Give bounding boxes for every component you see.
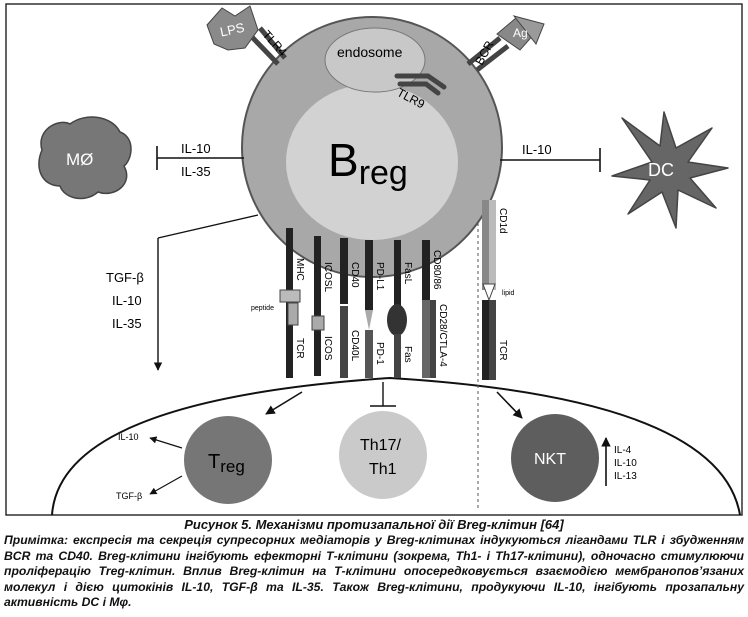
nkt-il10-label: IL-10	[614, 458, 637, 469]
cd40l-label: CD40L	[349, 330, 360, 362]
th1-label: Th1	[369, 461, 397, 478]
lipid-label: lipid	[502, 290, 515, 297]
arrow-to-treg	[265, 391, 303, 415]
figure-frame	[5, 3, 743, 516]
breg-nucleus	[286, 84, 458, 240]
treg-tgfb-arrow	[149, 475, 183, 495]
icos-label: ICOS	[322, 336, 333, 361]
icosl-label: ICOSL	[322, 262, 333, 292]
pdl1-pd1-pair	[365, 240, 373, 378]
breg-mechanism-diagram: LPS TLR4 endosome TLR9 BCR Ag Breg MØ DC…	[5, 3, 743, 516]
treg-il10-arrow	[149, 436, 183, 449]
lps-label: LPS	[219, 20, 246, 40]
antigen	[496, 15, 545, 51]
nkt-cell	[511, 414, 599, 502]
treg-out-tgfb-label: TGF-β	[116, 491, 142, 501]
tlr4-receptor	[249, 26, 287, 66]
bcr-receptor	[466, 36, 510, 72]
caption-body: Примітка: експресія та секреція супресор…	[4, 533, 744, 609]
dendritic-cell	[611, 111, 729, 229]
macrophage-label: MØ	[66, 150, 93, 169]
lps-molecule	[206, 5, 259, 51]
cd8086-label: CD80/86	[431, 250, 442, 290]
macrophage	[38, 116, 132, 200]
il10-left-label: IL-10	[112, 293, 142, 308]
tlr9-receptor	[394, 73, 447, 96]
mhc-tcr-pair	[279, 228, 301, 378]
tcr-left-label: TCR	[294, 338, 305, 359]
caption-title: Рисунок 5. Механізми протизапальної дії …	[184, 517, 564, 532]
t-cell-membrane	[51, 376, 741, 516]
pd1-label: PD-1	[374, 342, 385, 365]
mhc-label: MHC	[294, 258, 305, 281]
pdl1-label: PD-L1	[374, 262, 385, 291]
fasl-label: FasL	[402, 262, 413, 285]
tcr-right-label: TCR	[497, 340, 508, 361]
fas-label: Fas	[402, 346, 413, 363]
breg-label: Breg	[328, 134, 408, 192]
treg-label: Treg	[208, 451, 245, 476]
treg-cell	[184, 416, 272, 504]
fasl-fas-pair	[387, 240, 407, 378]
endosome-label: endosome	[337, 44, 403, 60]
cd1d-tcr-pair	[482, 200, 496, 380]
cd40-label: CD40	[349, 262, 360, 288]
arrow-to-nkt	[496, 391, 523, 419]
tgfb-left-label: TGF-β	[106, 270, 144, 285]
ag-label: Ag	[513, 26, 528, 40]
il35-left-label: IL-35	[112, 316, 142, 331]
cd40-cd40l-pair	[340, 238, 348, 378]
il10-mo-label: IL-10	[181, 141, 211, 156]
cd1d-label: CD1d	[497, 208, 508, 234]
cd80-cd28-pair	[422, 240, 436, 378]
nkt-il13-label: IL-13	[614, 471, 637, 482]
secretion-line	[157, 214, 259, 239]
treg-out-il10-label: IL-10	[118, 432, 139, 442]
icosl-icos-pair	[311, 236, 325, 376]
th17-label: Th17/	[360, 437, 401, 454]
figure-caption: Рисунок 5. Механізми протизапальної дії …	[4, 517, 744, 611]
nkt-label: NKT	[534, 451, 566, 468]
cd28ctla4-label: CD28/CTLA-4	[437, 304, 448, 367]
dc-label: DC	[648, 160, 674, 180]
nkt-il4-label: IL-4	[614, 445, 632, 456]
peptide-label: peptide	[251, 305, 274, 312]
il35-mo-label: IL-35	[181, 164, 211, 179]
th17-th1-cell	[339, 411, 427, 499]
il10-dc-label: IL-10	[522, 142, 552, 157]
